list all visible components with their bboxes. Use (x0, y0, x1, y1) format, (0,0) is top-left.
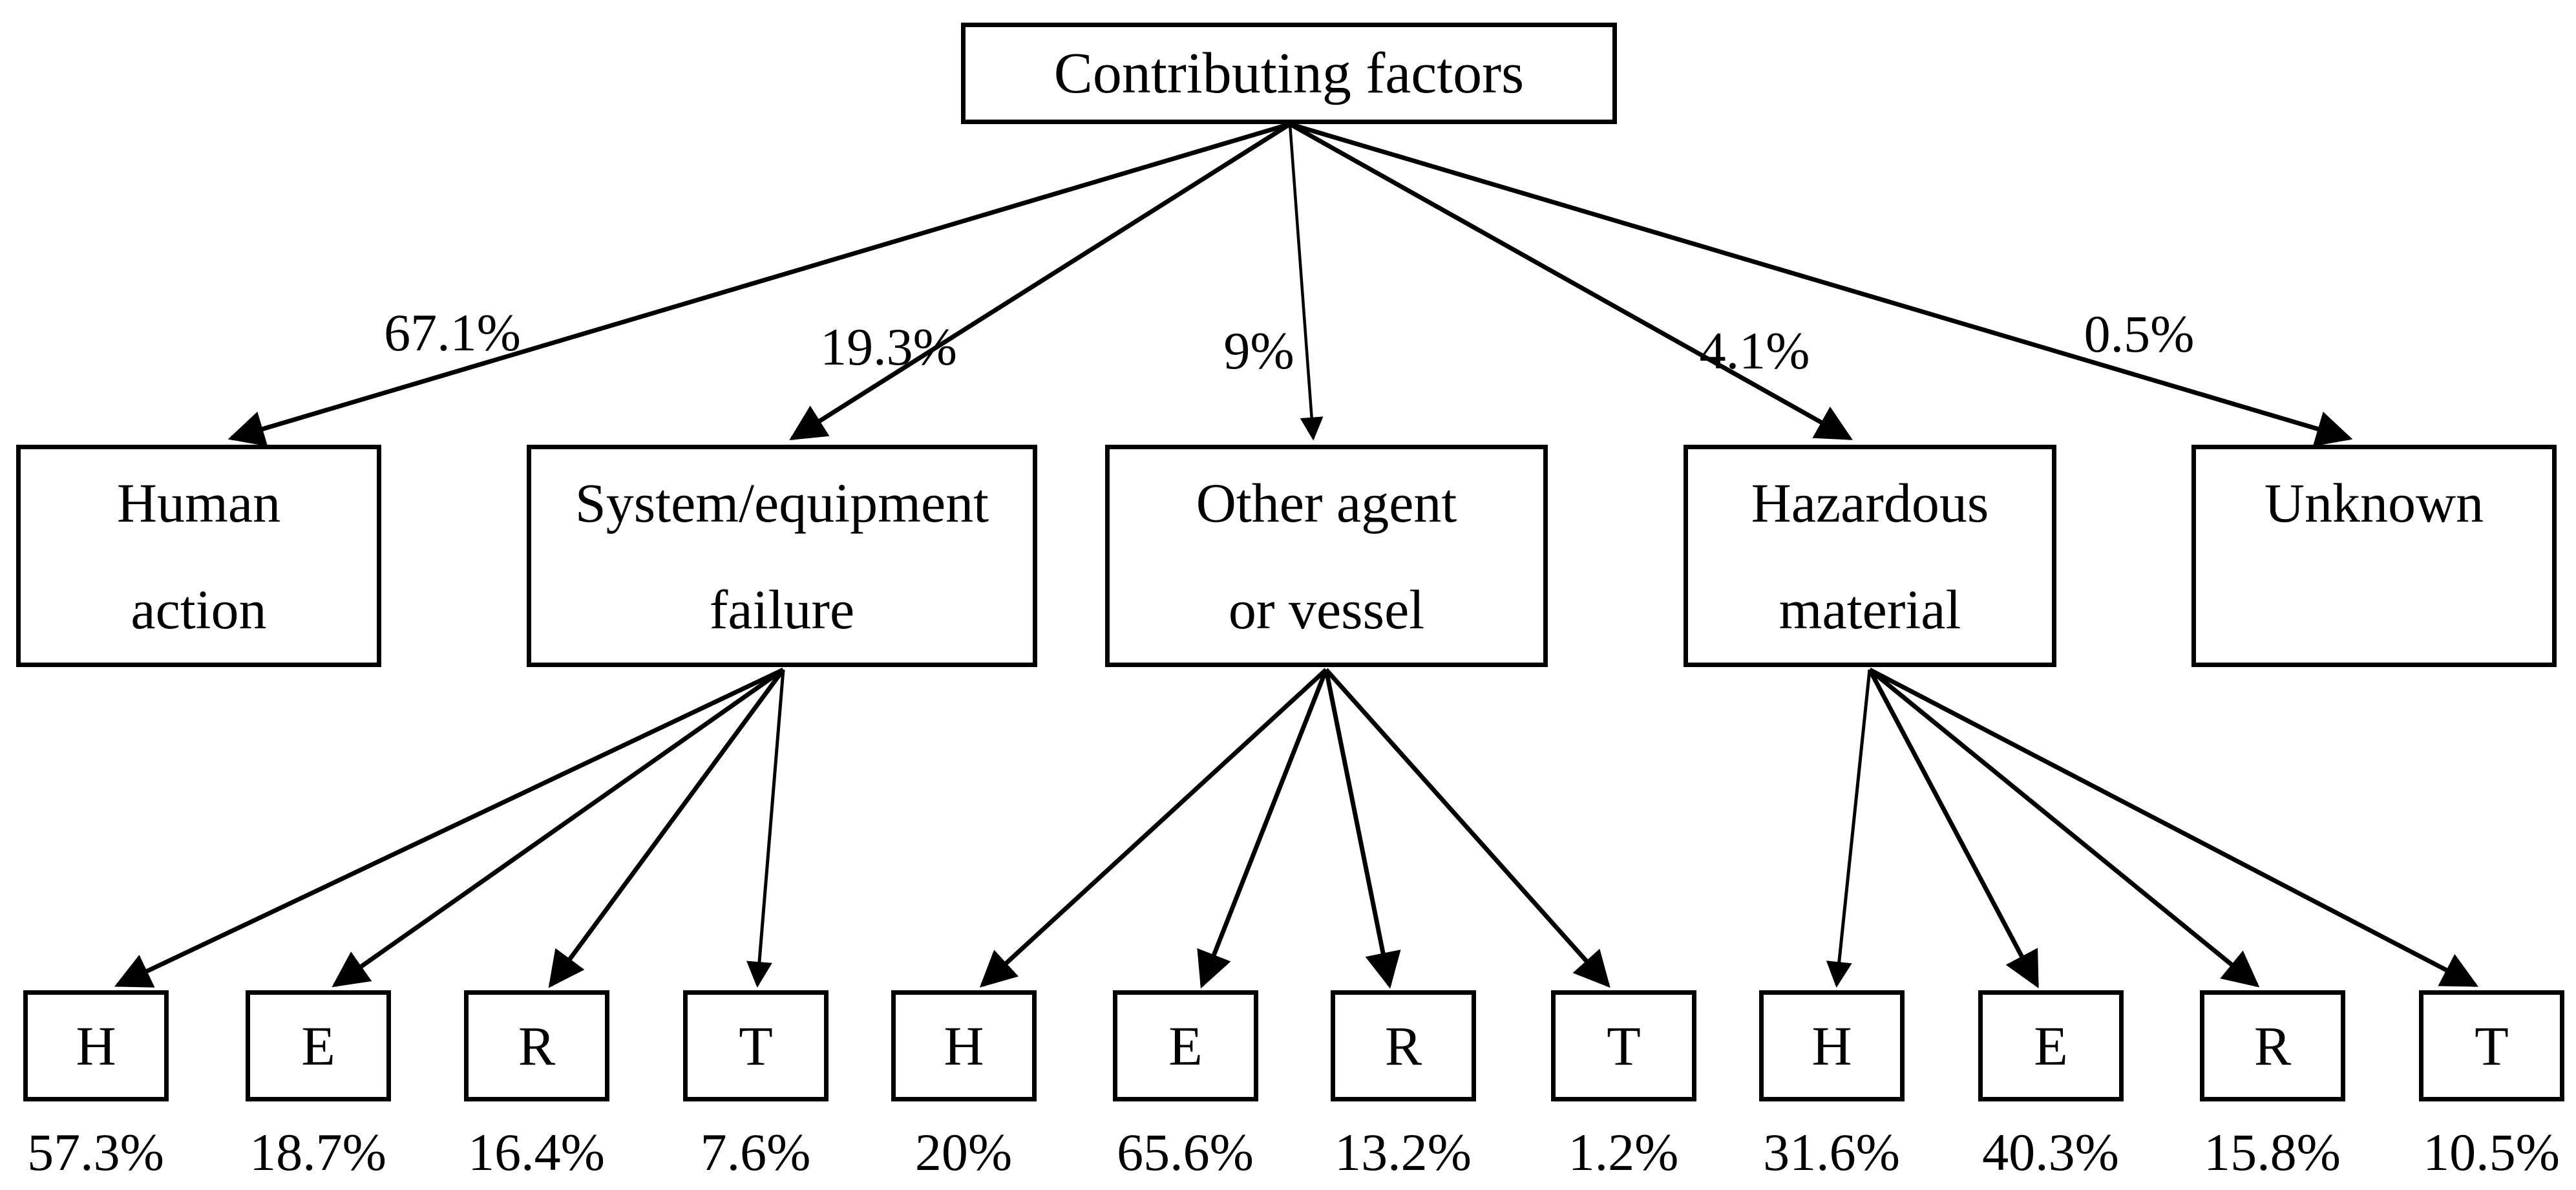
edge-hazmat-to-e (1867, 668, 2040, 988)
leaf-system-e: E (246, 990, 391, 1101)
edge-hazmat-to-t (1868, 667, 2478, 988)
node-system-equipment-failure: System/equipment failure (527, 445, 1037, 667)
leaf-other-h: H (891, 990, 1037, 1101)
leaf-pct-system-e: 18.7% (249, 1123, 386, 1182)
edge-pct-other-agent-or-vessel: 9% (1223, 321, 1294, 380)
node-label-line: material (1779, 578, 1961, 641)
leaf-pct-hazmat-e: 40.3% (1982, 1123, 2119, 1182)
edge-root-to-hazardous-material (1289, 122, 1853, 441)
node-label-line: Unknown (2264, 471, 2484, 534)
edge-system-to-h (114, 667, 785, 988)
leaf-pct-hazmat-h: 31.6% (1763, 1123, 1900, 1182)
leaf-other-t: T (1551, 990, 1696, 1101)
edge-other-to-t (1324, 668, 1610, 988)
node-label-line: failure (709, 578, 855, 641)
leaf-pct-other-t: 1.2% (1568, 1123, 1679, 1182)
edge-other-to-r (1324, 669, 1401, 989)
edge-system-to-e (332, 668, 785, 988)
edge-root-to-other-agent-or-vessel (1288, 123, 1324, 441)
edge-pct-hazardous-material: 4.1% (1699, 321, 1810, 380)
node-label-line (2196, 556, 2552, 663)
edge-system-to-t (746, 669, 785, 988)
leaf-other-e: E (1113, 990, 1258, 1101)
leaf-pct-other-e: 65.6% (1117, 1123, 1254, 1182)
leaf-hazmat-r: R (2200, 990, 2345, 1101)
node-label-line: Hazardous (1751, 471, 1989, 534)
leaf-pct-system-r: 16.4% (468, 1123, 605, 1182)
edge-other-to-h (979, 668, 1328, 988)
node-other-agent-or-vessel: Other agent or vessel (1105, 445, 1548, 667)
leaf-pct-system-t: 7.6% (700, 1123, 811, 1182)
node-label-line: or vessel (1228, 578, 1425, 641)
edge-root-to-human-action (227, 122, 1291, 447)
node-label-line: action (131, 578, 267, 641)
leaf-hazmat-h: H (1759, 990, 1905, 1101)
edge-hazmat-to-r (1868, 668, 2260, 988)
edge-pct-human-action: 67.1% (384, 303, 521, 362)
node-label-line: Other agent (1196, 471, 1457, 534)
leaf-pct-system-h: 57.3% (27, 1123, 164, 1182)
node-human-action: Human action (16, 445, 381, 667)
node-label-line: Human (116, 471, 281, 534)
leaf-hazmat-t: T (2419, 990, 2564, 1101)
leaf-system-r: R (464, 990, 609, 1101)
edge-root-to-unknown (1289, 122, 2353, 447)
node-label-line: System/equipment (575, 471, 989, 534)
edge-pct-unknown: 0.5% (2084, 304, 2195, 363)
node-unknown: Unknown (2191, 445, 2557, 667)
node-hazardous-material: Hazardous material (1684, 445, 2056, 667)
edge-system-to-r (548, 668, 785, 988)
leaf-pct-other-h: 20% (914, 1123, 1013, 1182)
edge-other-to-e (1197, 668, 1329, 989)
leaf-system-t: T (683, 990, 829, 1101)
edge-pct-system-equipment-failure: 19.3% (820, 317, 957, 376)
leaf-system-h: H (23, 990, 169, 1101)
leaf-pct-hazmat-t: 10.5% (2423, 1123, 2560, 1182)
edge-hazmat-to-h (1826, 669, 1872, 988)
edge-root-to-system-equipment-failure (789, 122, 1291, 440)
leaf-hazmat-e: E (1978, 990, 2124, 1101)
leaf-other-r: R (1331, 990, 1476, 1101)
leaf-pct-hazmat-r: 15.8% (2204, 1123, 2341, 1182)
node-contributing-factors: Contributing factors (961, 23, 1617, 124)
leaf-pct-other-r: 13.2% (1335, 1123, 1472, 1182)
